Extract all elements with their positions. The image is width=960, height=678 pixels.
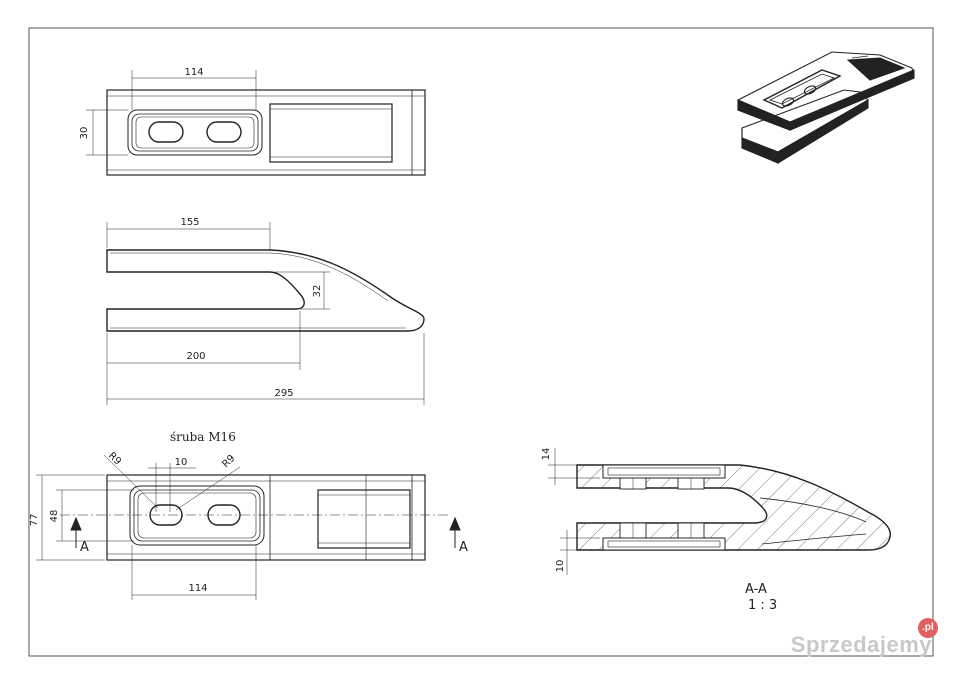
dim-plate-top: 14: [541, 448, 552, 461]
watermark-text: Sprzedajemy: [790, 632, 932, 657]
isometric-view: [737, 51, 915, 164]
dim-radius-left: R9: [106, 450, 123, 467]
bottom-view: [36, 454, 461, 600]
dim-side-top-length: 155: [180, 217, 199, 228]
side-view: [106, 222, 425, 405]
watermark-badge: .pl: [918, 618, 938, 638]
dim-top-length: 114: [184, 67, 203, 78]
section-marker-left: A: [80, 540, 89, 555]
dim-total-length: 295: [274, 388, 293, 399]
section-a-a: [548, 448, 891, 575]
dim-slot-depth: 32: [312, 285, 323, 298]
section-scale: 1 : 3: [748, 598, 777, 613]
dim-slot-length: 200: [186, 351, 205, 362]
drawing-border: [28, 27, 934, 657]
dim-height-48: 48: [49, 510, 60, 523]
dim-radius-right: R9: [220, 453, 237, 470]
dim-height-77: 77: [29, 514, 40, 527]
dim-hole-width: 10: [175, 457, 188, 468]
dim-top-height: 30: [79, 127, 90, 140]
top-view: [86, 70, 426, 176]
dim-bottom-length: 114: [188, 583, 207, 594]
section-marker-right: A: [459, 540, 468, 555]
dim-plate-bottom: 10: [555, 560, 566, 573]
bolt-slot-right: [206, 121, 242, 143]
bolt-slot-left: [148, 121, 184, 143]
bolt-note: śruba M16: [170, 430, 236, 444]
section-title: A-A: [745, 582, 767, 597]
